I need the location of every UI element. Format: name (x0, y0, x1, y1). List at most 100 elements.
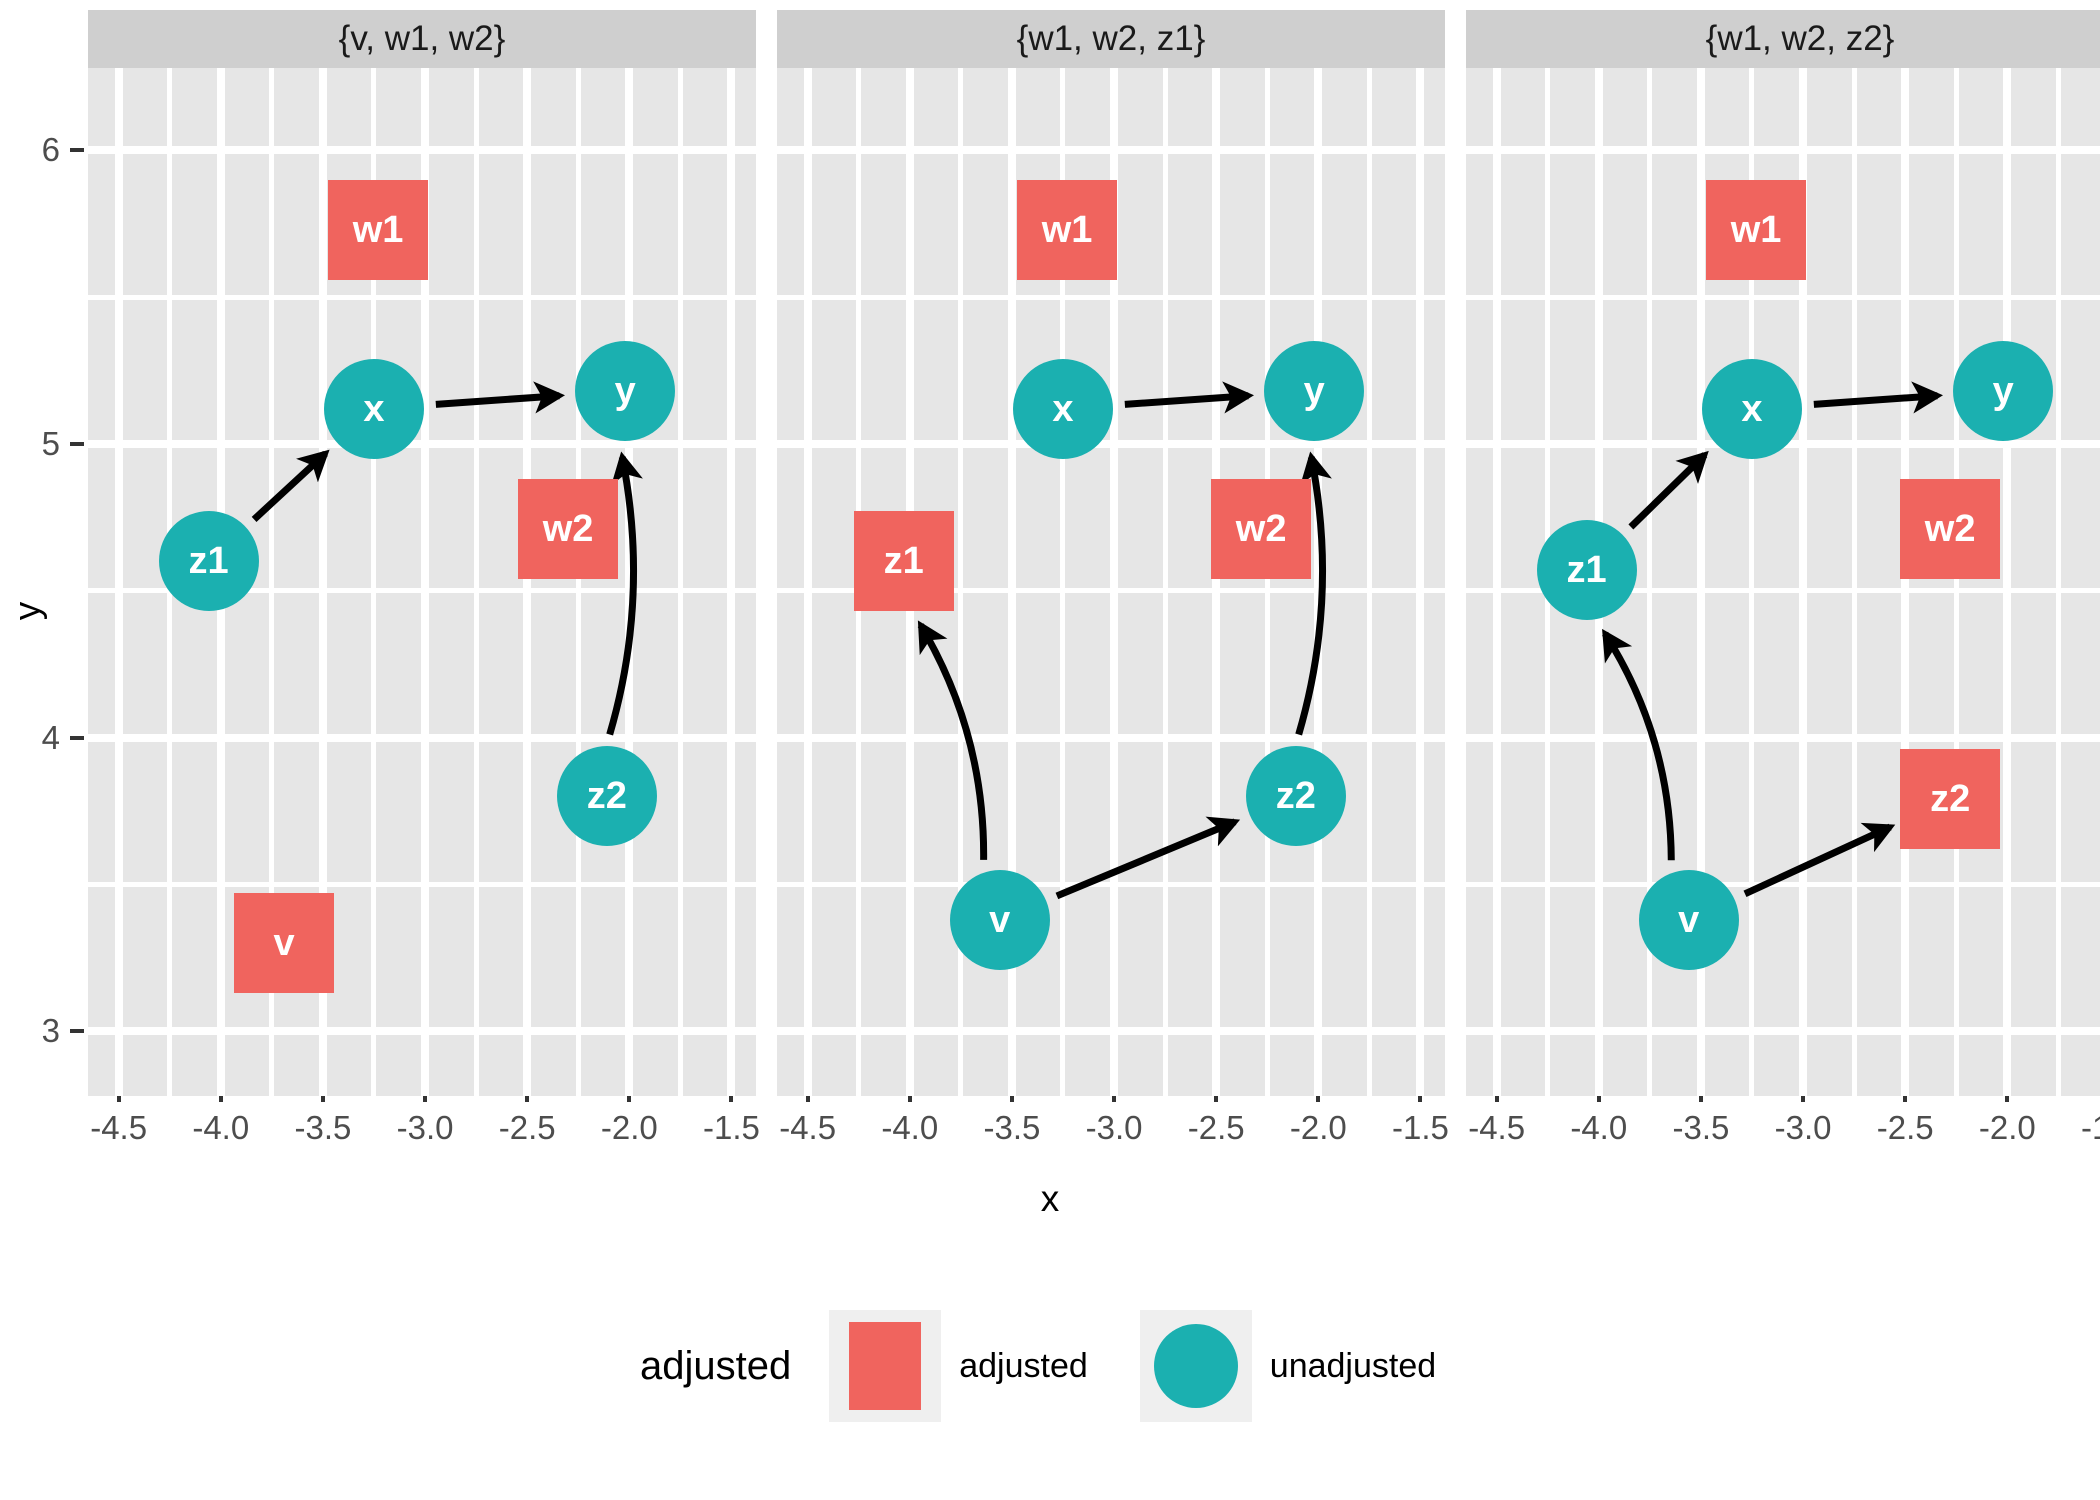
plot-panel: w1 x y z1 w2 z2 v (88, 68, 756, 1096)
y-tick-label: 6 (41, 131, 60, 169)
dag-node-x[interactable]: x (323, 358, 424, 459)
grid-line-major-horizontal (777, 439, 1445, 448)
dag-node-z2[interactable]: z2 (556, 746, 657, 847)
grid-line-minor-horizontal (1466, 882, 2100, 888)
y-tick-mark (70, 148, 84, 153)
facet-panel-2: {w1, w2, z1} w1 x y z1 w2 z2 v (777, 10, 1445, 1096)
dag-node-label: z2 (1275, 775, 1316, 818)
grid-line-major-vertical (1110, 68, 1119, 1096)
dag-node-label: z2 (1930, 778, 1971, 821)
x-tick-label: -4.5 (90, 1109, 148, 1146)
grid-line-minor-horizontal (1466, 294, 2100, 300)
grid-line-major-vertical (727, 68, 736, 1096)
dag-node-y[interactable]: y (575, 341, 676, 442)
grid-line-minor-horizontal (88, 882, 756, 888)
dag-node-label: z1 (188, 540, 229, 583)
dag-edge (1602, 628, 1675, 861)
legend-label: adjusted (959, 1346, 1088, 1385)
grid-line-major-horizontal (1466, 1027, 2100, 1036)
grid-line-major-vertical (1696, 68, 1705, 1096)
grid-line-major-vertical (1416, 68, 1425, 1096)
x-tick-label: -1.5 (703, 1109, 760, 1146)
dag-node-w1[interactable]: w1 (1017, 179, 1118, 280)
grid-line-major-horizontal (88, 439, 756, 448)
x-tick-label: -4.5 (1468, 1109, 1526, 1146)
grid-line-major-vertical (1314, 68, 1323, 1096)
x-tick-label: -1.5 (1392, 1109, 1449, 1146)
x-tick-label: -3.0 (1774, 1109, 1832, 1146)
dag-node-label: w1 (352, 208, 404, 251)
legend-key-adjusted[interactable] (829, 1310, 942, 1422)
dag-node-w1[interactable]: w1 (328, 179, 429, 280)
grid-line-major-vertical (1799, 68, 1808, 1096)
grid-line-minor-vertical (473, 68, 479, 1096)
facet-strip: {v, w1, w2} (88, 10, 756, 68)
grid-line-minor-vertical (677, 68, 683, 1096)
legend-glyph-square-icon (849, 1322, 922, 1410)
dag-node-z1[interactable]: z1 (853, 511, 954, 612)
dag-node-label: z1 (883, 540, 924, 583)
grid-line-major-horizontal (777, 146, 1445, 155)
dag-node-z2[interactable]: z2 (1245, 746, 1346, 847)
grid-line-minor-horizontal (777, 294, 1445, 300)
dag-edge (435, 381, 566, 414)
facet-strip-label: {w1, w2, z1} (1016, 19, 1206, 58)
dag-node-y[interactable]: y (1953, 341, 2054, 442)
dag-edge (1124, 381, 1255, 414)
grid-line-major-horizontal (1466, 146, 2100, 155)
dag-node-w2[interactable]: w2 (1900, 479, 2001, 580)
y-tick-mark (70, 735, 84, 740)
x-tick-label: -1.5 (2081, 1109, 2100, 1146)
dag-node-z1[interactable]: z1 (158, 511, 259, 612)
grid-line-major-horizontal (88, 733, 756, 742)
grid-line-major-vertical (421, 68, 430, 1096)
dag-node-v[interactable]: v (949, 869, 1050, 970)
dag-node-z1[interactable]: z1 (1536, 520, 1637, 621)
dag-node-label: y (1303, 370, 1325, 413)
facet-panel-3: {w1, w2, z2} w1 x y z1 w2 z2 v (1466, 10, 2100, 1096)
dag-node-v[interactable]: v (1638, 869, 1739, 970)
dag-node-w1[interactable]: w1 (1706, 179, 1807, 280)
dag-node-label: y (1992, 370, 2014, 413)
facet-strip-label: {v, w1, w2} (338, 19, 506, 58)
x-tick-label: -4.0 (1570, 1109, 1628, 1146)
legend-key-unadjusted[interactable] (1139, 1310, 1252, 1422)
grid-line-major-vertical (1492, 68, 1501, 1096)
dag-node-z2[interactable]: z2 (1900, 749, 2001, 850)
grid-line-minor-vertical (1749, 68, 1755, 1096)
grid-line-major-vertical (1901, 68, 1910, 1096)
dag-edge (1813, 381, 1944, 414)
dag-node-x[interactable]: x (1012, 358, 1113, 459)
y-tick-label: 4 (41, 718, 60, 756)
grid-line-minor-vertical (371, 68, 377, 1096)
grid-line-minor-vertical (1366, 68, 1372, 1096)
facet-strip: {w1, w2, z2} (1466, 10, 2100, 68)
edge-layer (251, 381, 643, 736)
x-tick-label: -2.0 (600, 1109, 658, 1146)
plot-panel: w1 x y z1 w2 z2 v (1466, 68, 2100, 1096)
grid-line-major-vertical (1212, 68, 1221, 1096)
x-tick-label: -3.5 (983, 1109, 1041, 1146)
grid-line-major-vertical (625, 68, 634, 1096)
grid-line-major-vertical (114, 68, 123, 1096)
dag-node-v[interactable]: v (234, 893, 335, 994)
dag-node-label: w1 (1730, 208, 1782, 251)
x-tick-label: -4.5 (779, 1109, 837, 1146)
facet-strip-label: {w1, w2, z2} (1705, 19, 1895, 58)
grid-line-major-horizontal (1466, 733, 2100, 742)
facet-strip: {w1, w2, z1} (777, 10, 1445, 68)
dag-node-w2[interactable]: w2 (1211, 479, 1312, 580)
dag-node-w2[interactable]: w2 (518, 479, 619, 580)
dag-node-label: v (989, 898, 1011, 941)
dag-node-label: w2 (1235, 508, 1287, 551)
dag-node-label: v (1678, 898, 1700, 941)
dag-node-label: x (363, 387, 385, 430)
dag-node-y[interactable]: y (1264, 341, 1365, 442)
grid-line-major-vertical (2003, 68, 2012, 1096)
grid-line-minor-horizontal (1466, 588, 2100, 594)
edge-layer (1602, 381, 1944, 898)
dag-node-label: w1 (1041, 208, 1093, 251)
dag-node-x[interactable]: x (1701, 358, 1802, 459)
